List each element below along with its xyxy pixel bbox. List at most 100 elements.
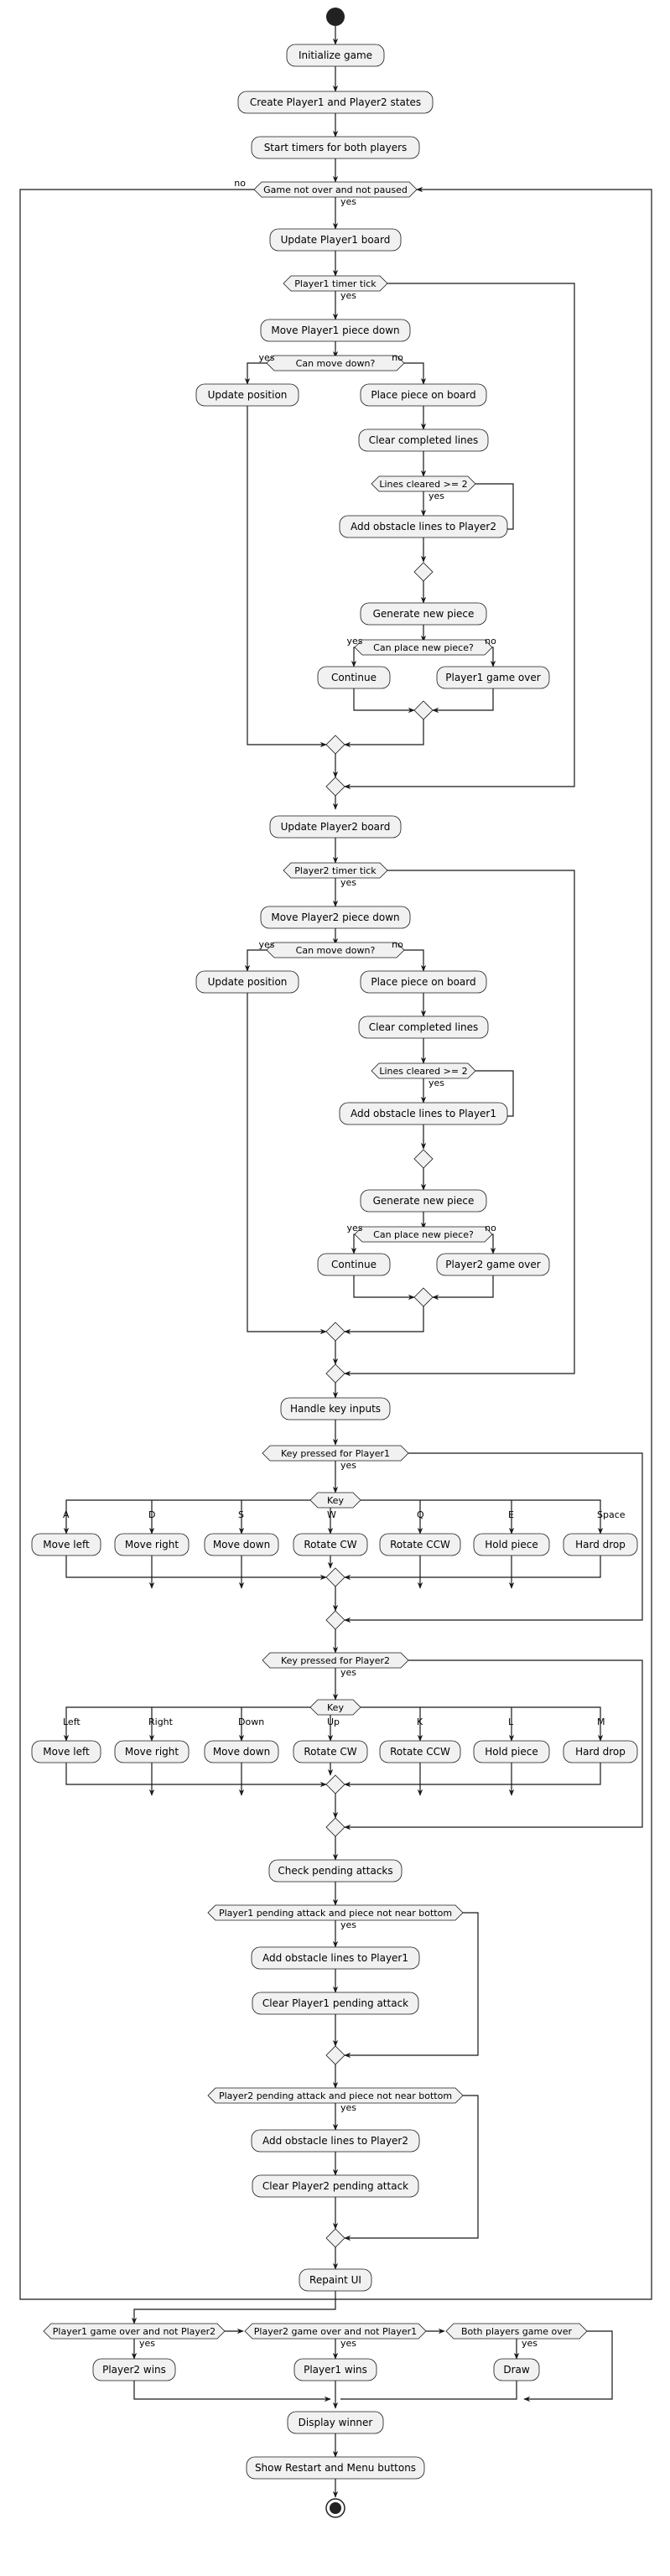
decision-game-loop-label: Game not over and not paused (263, 184, 408, 195)
flow-edge (408, 1659, 643, 1825)
edge-p2-update-to-merge (247, 993, 327, 1335)
flow-edge (244, 949, 267, 972)
merge-keys-p2 (325, 1774, 345, 1794)
merge-p2-tick (325, 1363, 345, 1384)
merge-keypress-p1 (325, 1610, 345, 1630)
action-p2-rotate-cw: Rotate CW (293, 1740, 368, 1763)
label-p1-tick-yes: yes (340, 290, 356, 301)
action-initialize-game-label: Initialize game (299, 49, 372, 61)
label-key_p2-yes: yes (340, 1667, 356, 1678)
action-show-buttons: Show Restart and Menu buttons (246, 2456, 425, 2480)
action-p2-clear-lines-label: Clear completed lines (369, 1021, 479, 1033)
action-check-attacks: Check pending attacks (268, 1859, 403, 1883)
action-p2-place-piece-label: Place piece on board (371, 976, 475, 988)
action-p1-place-piece-label: Place piece on board (371, 389, 475, 401)
action-update-p2-board: Update Player2 board (269, 815, 402, 839)
label-p2-lines-yes: yes (428, 1078, 444, 1088)
flow-edge (133, 2381, 331, 2402)
key-label-p1-3: W (327, 1509, 336, 1520)
flow-edge (490, 1233, 496, 1254)
decision-key-switch-p2: Key (309, 1699, 361, 1716)
merge-keypress-p2 (325, 1817, 345, 1837)
flow-edge (404, 949, 427, 972)
action-p1-hold-piece: Hold piece (473, 1533, 550, 1556)
action-display-winner-label: Display winner (299, 2417, 373, 2428)
action-p1-update-position: Update position (195, 383, 299, 407)
merge-pending-p1 (325, 2045, 345, 2065)
action-start-timers-label: Start timers for both players (264, 142, 408, 153)
decision-end-p2: Player2 game over and not Player1 (244, 2323, 427, 2340)
decision-end-p2-label: Player2 game over and not Player1 (254, 2326, 417, 2337)
action-repaint-ui-label: Repaint UI (309, 2274, 361, 2286)
decision-p2-can-move: Can move down? (266, 942, 405, 958)
action-p1-clear-lines-label: Clear completed lines (369, 434, 479, 446)
label-loop-yes: yes (340, 196, 356, 207)
action-p1-move-left-label: Move left (43, 1539, 90, 1550)
decision-end-both: Both players game over (445, 2323, 588, 2340)
action-p2-generate-piece-label: Generate new piece (373, 1195, 475, 1207)
action-p1-move-down: Move down (204, 1533, 279, 1556)
action-p2-wins: Player2 wins (92, 2358, 176, 2381)
merge-p2-lines (413, 1149, 434, 1169)
label-p2-place-yes: yes (346, 1223, 362, 1233)
merge-p1-lines (413, 562, 434, 582)
flow-edge (361, 1499, 604, 1535)
action-add-obstacles-p2: Add obstacle lines to Player2 (251, 2129, 420, 2153)
decision-end-p1: Player1 game over and not Player2 (43, 2323, 226, 2340)
action-draw-label: Draw (503, 2364, 530, 2376)
action-p1-place-piece: Place piece on board (360, 383, 487, 407)
action-p1-move-down-label: Move down (213, 1539, 270, 1550)
action-p2-update-position: Update position (195, 970, 299, 994)
label-end-p2-yes: yes (340, 2338, 356, 2349)
merge-p1-move (325, 735, 345, 755)
action-p2-move-left: Move left (31, 1740, 101, 1763)
action-p2-move-right: Move right (114, 1740, 190, 1763)
flow-edge (408, 1452, 643, 1618)
action-add-obstacles-p1: Add obstacle lines to Player1 (251, 1946, 420, 1970)
action-p2-hard-drop: Hard drop (563, 1740, 638, 1763)
flow-edge (344, 1306, 424, 1335)
action-p1-continue-label: Continue (331, 672, 377, 683)
action-p1-hold-piece-label: Hold piece (485, 1539, 538, 1550)
label-key_p1-yes: yes (340, 1460, 356, 1471)
decision-p2-lines-cleared-label: Lines cleared >= 2 (379, 1066, 467, 1077)
label-p2-tick-yes: yes (340, 877, 356, 888)
action-p2-game-over-label: Player2 game over (445, 1259, 540, 1270)
label-p2-move-no: no (392, 939, 403, 950)
action-p1-move-right: Move right (114, 1533, 190, 1556)
label-p2-place-no: no (485, 1223, 496, 1233)
decision-end-p1-label: Player1 game over and not Player2 (53, 2326, 216, 2337)
action-clear-attack-p1-label: Clear Player1 pending attack (262, 1997, 408, 2009)
decision-key_p2: Key pressed for Player2 (262, 1652, 409, 1669)
action-p1-wins: Player1 wins (293, 2358, 377, 2381)
merge-p2-place (413, 1287, 434, 1307)
action-p2-move-down-label: Move down (213, 1746, 270, 1758)
action-p1-rotate-ccw-label: Rotate CCW (390, 1539, 450, 1550)
edge-loop-back-top (416, 186, 652, 2096)
action-p2-move-down: Move down (204, 1740, 279, 1763)
decision-p1-timer-tick: Player1 timer tick (283, 275, 388, 292)
flow-edge (361, 1706, 604, 1742)
label-p1_pending-yes: yes (340, 1919, 356, 1930)
decision-p2_pending-label: Player2 pending attack and piece not nea… (219, 2090, 452, 2101)
merge-p1-tick (325, 776, 345, 797)
flow-edge (344, 1763, 601, 1788)
flow-edge (65, 1763, 327, 1788)
decision-p1_pending: Player1 pending attack and piece not nea… (207, 1904, 464, 1921)
action-add-obstacles-p1-label: Add obstacle lines to Player1 (262, 1952, 408, 1964)
decision-p1-lines-cleared-label: Lines cleared >= 2 (379, 479, 467, 490)
label-p1-place-yes: yes (346, 636, 362, 647)
action-p2-move-left-label: Move left (43, 1746, 90, 1758)
action-show-buttons-label: Show Restart and Menu buttons (255, 2462, 416, 2474)
action-add-obstacles-p2-label: Add obstacle lines to Player2 (262, 2135, 408, 2147)
flow-edge (404, 362, 427, 385)
decision-p1-can-move-label: Can move down? (296, 358, 376, 369)
action-p1-generate-piece: Generate new piece (360, 602, 487, 626)
key-label-p1-1: D (148, 1509, 155, 1520)
label-end-p1-yes: yes (139, 2338, 155, 2349)
action-draw: Draw (493, 2358, 540, 2381)
label-p2-move-yes: yes (258, 939, 274, 950)
flow-edge (244, 362, 267, 385)
merge-pending-p2 (325, 2228, 345, 2248)
action-p2-move-right-label: Move right (125, 1746, 179, 1758)
